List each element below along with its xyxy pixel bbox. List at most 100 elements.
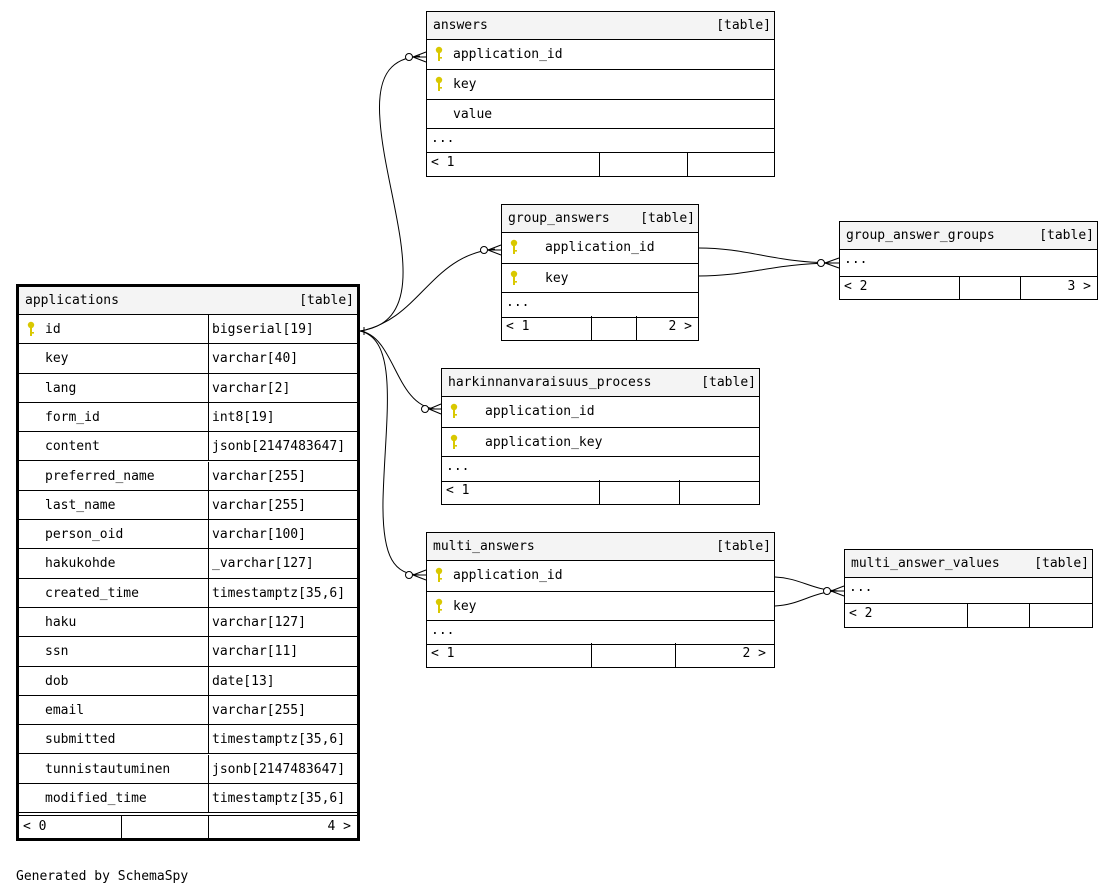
table-name: multi_answer_values [851, 556, 1000, 571]
column-row[interactable]: key [427, 592, 774, 621]
column-name: id [45, 322, 61, 337]
table-harkinnanvaraisuus-process[interactable]: harkinnanvaraisuus_process [table] appli… [441, 368, 760, 505]
column-name: hakukohde [45, 556, 116, 572]
column-name: haku [45, 615, 77, 630]
table-name: answers [433, 18, 488, 33]
column-type: date[13] [212, 673, 275, 689]
children-count: 2 > [668, 319, 692, 334]
column-name: lang [45, 380, 77, 396]
column-name: application_id [453, 47, 563, 62]
column-name: key [545, 271, 569, 286]
column-type: varchar[127] [212, 615, 306, 630]
table-kind: [table] [299, 293, 354, 308]
column-row[interactable]: form_id int8[19] [19, 402, 357, 433]
table-kind: [table] [716, 18, 771, 33]
column-name: key [453, 77, 477, 92]
generated-by-credit: Generated by SchemaSpy [16, 869, 189, 884]
table-header: applications [table] [19, 287, 357, 315]
children-count: 2 > [742, 646, 766, 661]
table-name: applications [25, 293, 119, 308]
column-name: content [45, 439, 100, 455]
column-name: person_oid [45, 527, 124, 543]
column-name: application_key [485, 435, 603, 450]
column-row[interactable]: lang varchar[2] [19, 373, 357, 403]
more-columns: ... [446, 459, 470, 474]
column-name: application_id [453, 568, 563, 583]
column-name: key [45, 351, 69, 367]
more-columns-row: ... [427, 129, 774, 153]
column-name: ssn [45, 644, 69, 660]
column-row[interactable]: key [427, 70, 774, 100]
parents-count: < 1 [506, 319, 530, 334]
table-header: group_answer_groups [table] [840, 222, 1097, 250]
key-icon [450, 434, 458, 454]
key-icon [510, 270, 518, 290]
key-icon [435, 46, 443, 66]
column-row[interactable]: application_id [427, 40, 774, 70]
table-name: harkinnanvaraisuus_process [448, 375, 652, 390]
card-group-answer-groups [817, 259, 825, 267]
column-type: bigserial[19] [212, 322, 314, 337]
more-columns: ... [431, 623, 455, 638]
column-type: jsonb[2147483647] [212, 761, 346, 777]
table-kind: [table] [716, 539, 771, 554]
key-icon [435, 76, 443, 96]
children-count: 3 > [1067, 279, 1091, 294]
column-row[interactable]: value [427, 100, 774, 129]
column-row[interactable]: haku varchar[127] [19, 608, 357, 638]
parents-count: < 1 [446, 483, 470, 498]
more-columns-row: ... [840, 250, 1097, 277]
table-multi-answers[interactable]: multi_answers [table] application_id key… [426, 532, 775, 668]
edge-group-answers-groups-a [697, 247, 833, 264]
column-row[interactable]: application_key [442, 428, 759, 457]
column-type: varchar[255] [212, 468, 306, 484]
column-name: email [45, 702, 85, 718]
more-columns-row: ... [427, 621, 774, 645]
column-type: jsonb[2147483647] [212, 439, 346, 455]
more-columns-row: ... [442, 457, 759, 482]
column-type: int8[19] [212, 409, 275, 425]
parents-count: < 2 [844, 279, 868, 294]
column-type: timestamptz[35,6] [212, 585, 346, 601]
column-row[interactable]: hakukohde_varchar[127] [19, 549, 357, 579]
table-group-answers[interactable]: group_answers [table] application_id key… [501, 204, 699, 341]
column-name: application_id [485, 404, 595, 419]
column-name: application_id [545, 240, 655, 255]
column-row[interactable]: tunnistautuminen jsonb[2147483647] [19, 754, 357, 784]
parents-count: < 2 [849, 606, 873, 621]
table-header: answers [table] [427, 12, 774, 40]
column-type: varchar[255] [212, 497, 306, 513]
table-group-answer-groups[interactable]: group_answer_groups [table] ... < 2 3 > [839, 221, 1098, 300]
table-header: multi_answers [table] [427, 533, 774, 561]
parents-count: < 1 [431, 155, 455, 170]
table-name: group_answers [508, 211, 610, 226]
table-kind: [table] [640, 211, 695, 226]
column-type: varchar[2] [212, 380, 291, 396]
key-icon [510, 239, 518, 259]
column-name: tunnistautuminen [45, 761, 171, 777]
column-row[interactable]: key [502, 264, 698, 293]
column-row[interactable]: application_id [502, 233, 698, 264]
column-row[interactable]: application_id [442, 397, 759, 428]
table-answers[interactable]: answers [table] application_id key value… [426, 11, 775, 177]
table-footer: < 2 [845, 603, 1092, 627]
table-multi-answer-values[interactable]: multi_answer_values [table] ... < 2 [844, 549, 1093, 628]
key-icon [27, 321, 35, 341]
column-name: form_id [45, 409, 100, 425]
column-row[interactable]: application_id [427, 561, 774, 592]
column-row[interactable]: id bigserial[19] [19, 315, 357, 345]
column-type: timestamptz[35,6] [212, 732, 346, 748]
column-row[interactable]: content jsonb[2147483647] [19, 432, 357, 462]
